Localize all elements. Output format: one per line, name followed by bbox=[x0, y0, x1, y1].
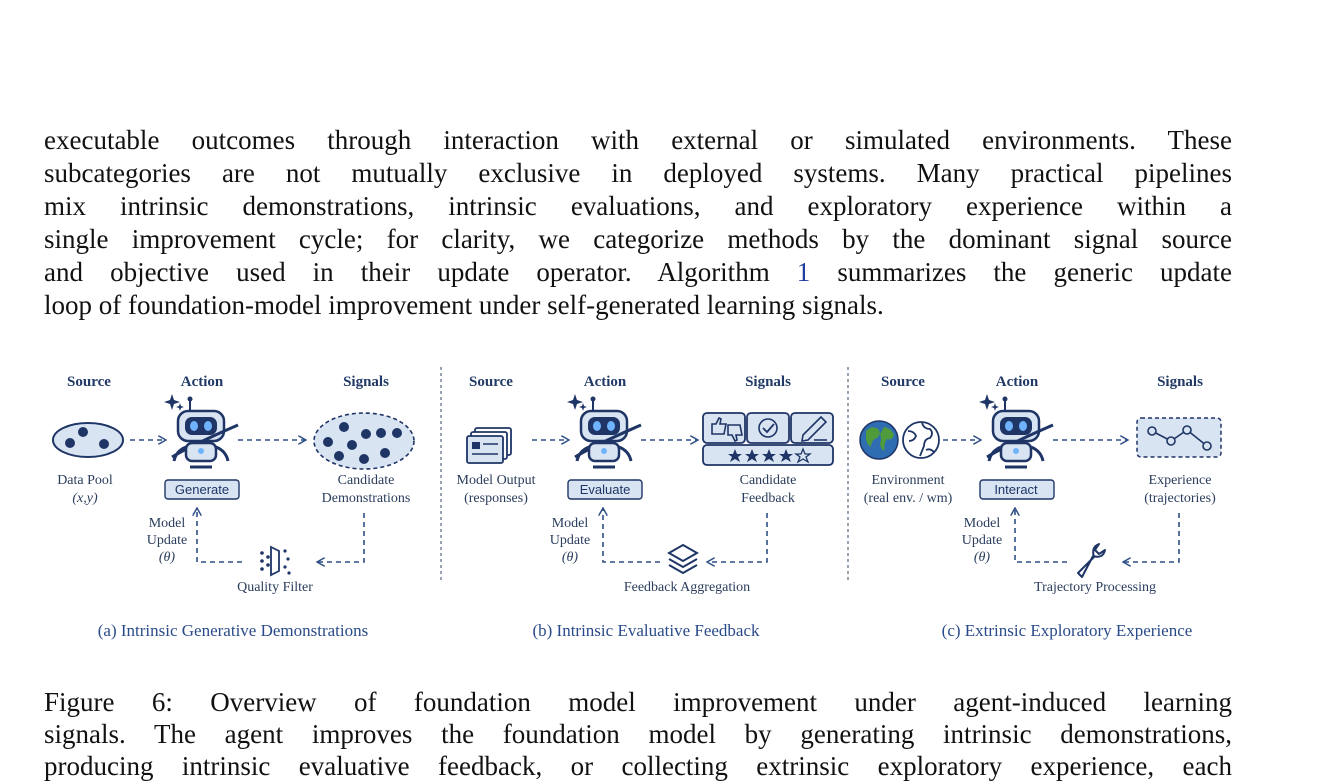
algorithm-reference-link[interactable]: 1 bbox=[796, 257, 811, 287]
process-label: Trajectory Processing bbox=[1034, 580, 1156, 595]
source-label: Model Output bbox=[457, 473, 536, 488]
wrench-icon bbox=[1077, 543, 1106, 578]
world-icon bbox=[902, 421, 940, 459]
quality-filter-icon bbox=[260, 545, 291, 577]
panel-caption: (a) Intrinsic Generative Demonstrations bbox=[98, 621, 369, 640]
body-paragraph: executable outcomes through interaction … bbox=[44, 124, 1232, 322]
data-pool-icon bbox=[52, 422, 124, 458]
candidate-feedback-icon bbox=[702, 412, 834, 466]
panel-b: Source Action Signals bbox=[457, 374, 834, 640]
evaluate-button-label: Evaluate bbox=[580, 482, 631, 497]
paragraph-text: and objective used in their update opera… bbox=[44, 257, 797, 287]
panel-caption: (c) Extrinsic Exploratory Experience bbox=[942, 621, 1193, 640]
panel-a: Source Action Signals Data Pool (x,y) Ge… bbox=[52, 374, 415, 640]
model-update-label: (θ) bbox=[974, 550, 991, 565]
signal-label: Experience bbox=[1149, 473, 1212, 488]
action-header: Action bbox=[181, 374, 224, 390]
generate-button bbox=[164, 479, 240, 500]
trajectory-icon bbox=[1136, 417, 1222, 458]
robot-agent-icon bbox=[565, 392, 643, 469]
source-sublabel: (x,y) bbox=[72, 491, 98, 506]
signals-header: Signals bbox=[1157, 374, 1203, 390]
model-update-label: Update bbox=[550, 533, 590, 548]
robot-agent-icon bbox=[977, 392, 1055, 469]
candidate-demonstrations-icon bbox=[313, 412, 415, 470]
caption-line: Figure 6: Overview of foundation model i… bbox=[44, 687, 1232, 717]
paragraph-line: mix intrinsic demonstrations, intrinsic … bbox=[44, 191, 1232, 221]
figure-caption: Figure 6: Overview of foundation model i… bbox=[44, 686, 1232, 782]
evaluate-button bbox=[567, 479, 643, 500]
signals-header: Signals bbox=[343, 374, 389, 390]
earth-globe-icon bbox=[859, 420, 899, 460]
figure-6-diagram: Source Action Signals Data Pool (x,y) Ge… bbox=[52, 367, 1222, 640]
paragraph-line: single improvement cycle; for clarity, w… bbox=[44, 224, 1232, 254]
signal-label: Candidate bbox=[338, 473, 395, 488]
model-update-label: (θ) bbox=[159, 550, 176, 565]
paragraph-line: loop of foundation-model improvement und… bbox=[44, 290, 884, 320]
model-update-label: (θ) bbox=[562, 550, 579, 565]
generate-button-label: Generate bbox=[175, 482, 229, 497]
panel-c: Source Action Signals Environment (real … bbox=[859, 374, 1222, 640]
signal-sublabel: Feedback bbox=[741, 491, 795, 506]
action-header: Action bbox=[584, 374, 627, 390]
source-label: Environment bbox=[871, 473, 944, 488]
process-label: Feedback Aggregation bbox=[624, 580, 750, 595]
paragraph-line: subcategories are not mutually exclusive… bbox=[44, 158, 1232, 188]
panel-caption: (b) Intrinsic Evaluative Feedback bbox=[532, 621, 760, 640]
action-header: Action bbox=[996, 374, 1039, 390]
source-sublabel: (real env. / wm) bbox=[864, 491, 953, 506]
model-update-label: Update bbox=[147, 533, 187, 548]
interact-button-label: Interact bbox=[994, 482, 1038, 497]
interact-button bbox=[979, 479, 1055, 500]
paragraph-text: summarizes the generic update bbox=[810, 257, 1232, 287]
signal-label: Candidate bbox=[740, 473, 797, 488]
caption-line: producing intrinsic evaluative feedback,… bbox=[44, 751, 1232, 781]
model-update-label: Model bbox=[964, 516, 1001, 531]
signal-sublabel: (trajectories) bbox=[1144, 491, 1216, 506]
source-header: Source bbox=[67, 374, 111, 390]
signals-header: Signals bbox=[745, 374, 791, 390]
paragraph-line: executable outcomes through interaction … bbox=[44, 125, 1232, 155]
model-update-label: Model bbox=[552, 516, 589, 531]
paragraph-line: and objective used in their update opera… bbox=[44, 256, 1232, 289]
model-update-label: Update bbox=[962, 533, 1002, 548]
source-header: Source bbox=[881, 374, 925, 390]
model-update-label: Model bbox=[149, 516, 186, 531]
source-label: Data Pool bbox=[57, 473, 113, 488]
robot-agent-icon bbox=[162, 392, 240, 469]
layers-icon bbox=[666, 543, 700, 575]
signal-sublabel: Demonstrations bbox=[322, 491, 411, 506]
process-label: Quality Filter bbox=[237, 580, 313, 595]
caption-line: signals. The agent improves the foundati… bbox=[44, 719, 1232, 749]
source-sublabel: (responses) bbox=[464, 491, 528, 506]
model-output-icon bbox=[466, 427, 512, 464]
source-header: Source bbox=[469, 374, 513, 390]
